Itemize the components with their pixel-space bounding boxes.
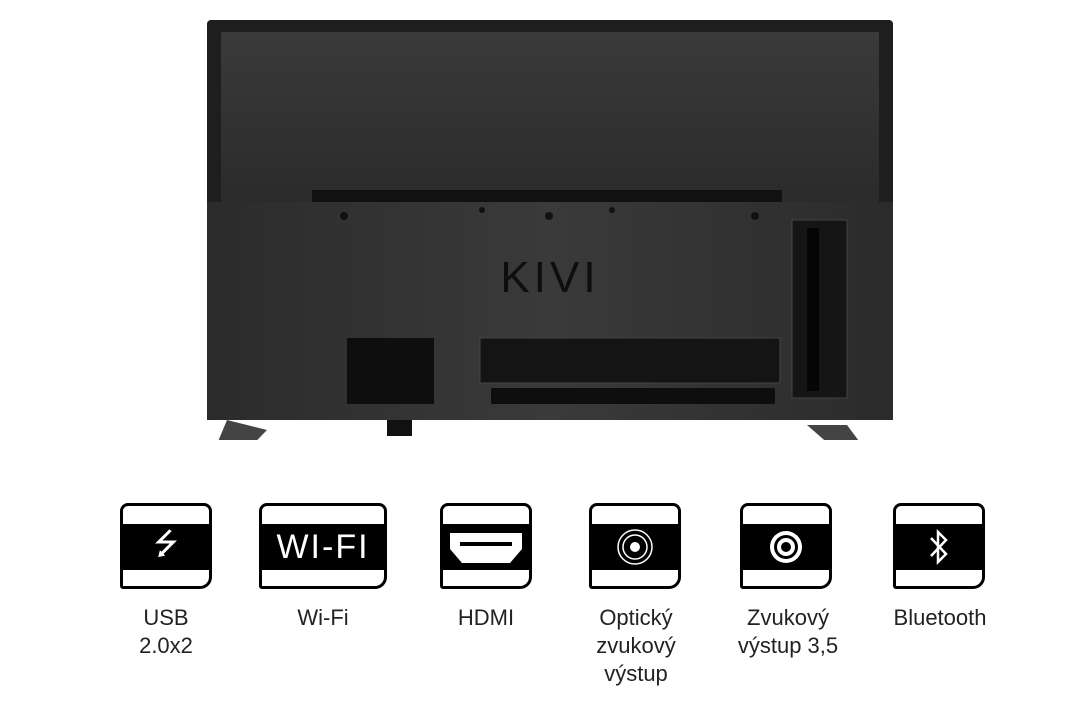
bluetooth-feature-icon [893, 503, 985, 589]
usb-icon: ⭍ [153, 527, 179, 561]
usb-feature-icon: ⭍ [120, 503, 212, 589]
hdmi-label: HDMI [457, 605, 515, 630]
hdmi-icon [450, 533, 522, 563]
wifi-icon: WI-FI [276, 527, 370, 566]
optical-audio-icon [617, 529, 653, 565]
bluetooth-label: Bluetooth [893, 605, 987, 630]
audio-jack-icon [770, 531, 802, 563]
wifi-label: Wi-Fi [297, 605, 349, 630]
audio-jack-feature-icon [740, 503, 832, 589]
bluetooth-icon [930, 528, 948, 566]
brand-logo: KIVI [500, 253, 599, 302]
wifi-feature-icon: WI-FI [259, 503, 387, 589]
optical-feature-icon [589, 503, 681, 589]
svg-text:KIVI: KIVI [500, 253, 599, 302]
hdmi-feature-icon [440, 503, 532, 589]
tv-back-image: KIVI [207, 20, 893, 440]
